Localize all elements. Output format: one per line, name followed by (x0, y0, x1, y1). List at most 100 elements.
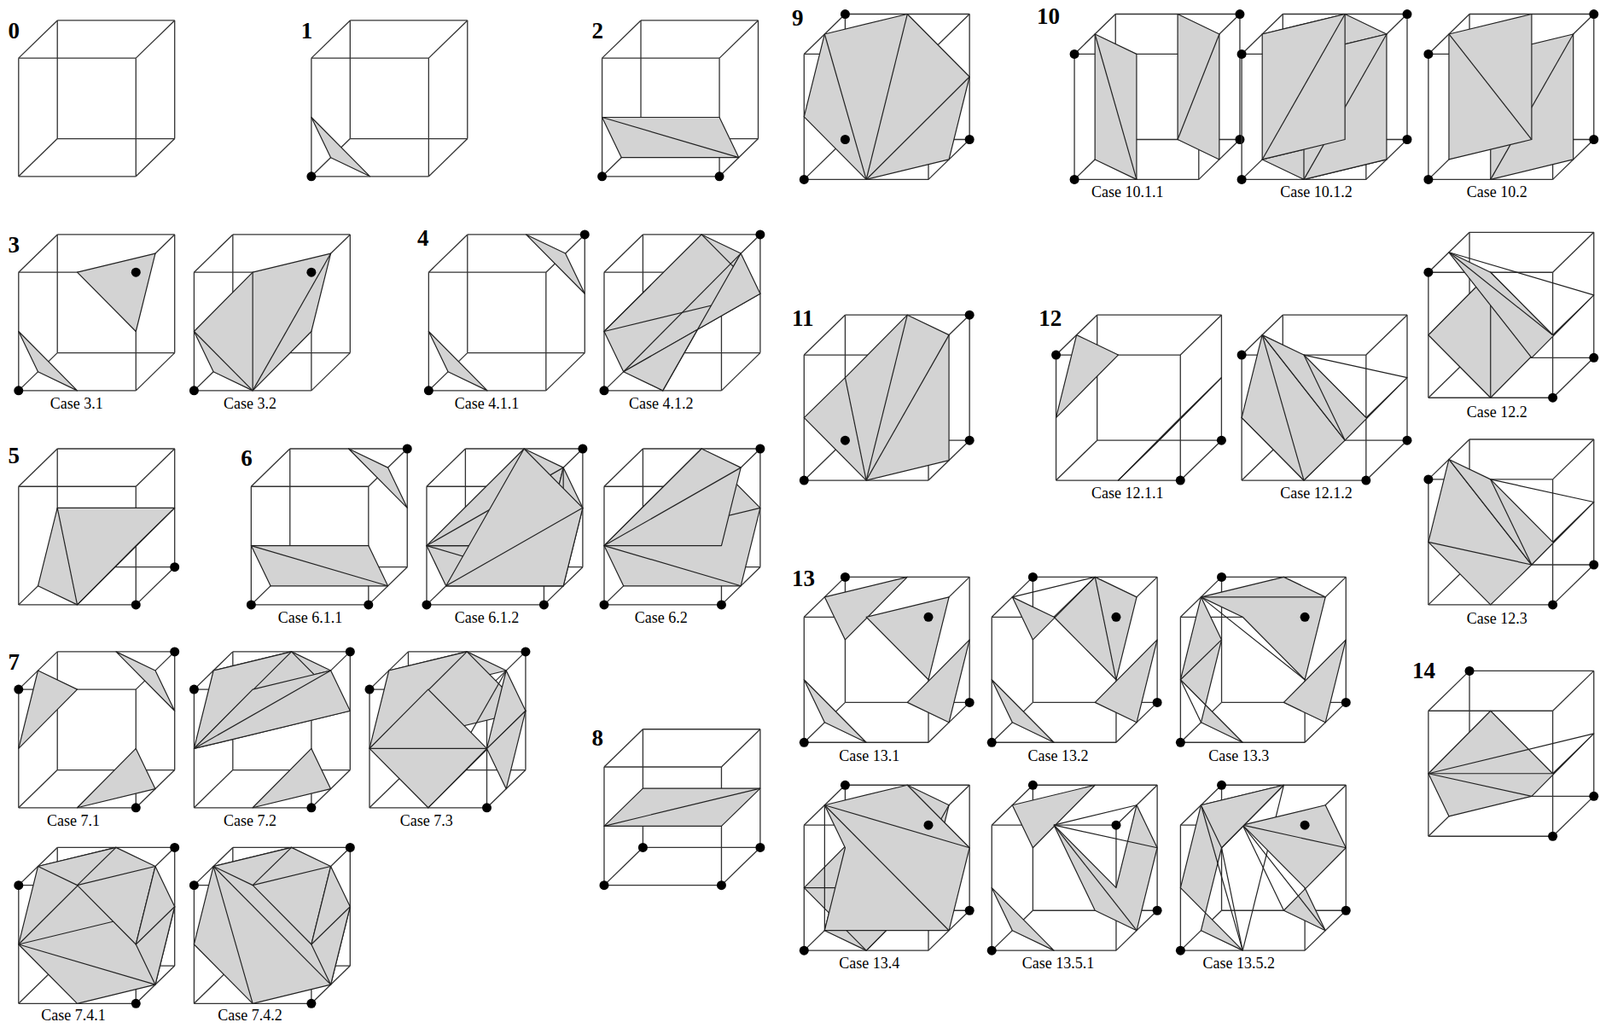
case-label: Case 10.2 (1465, 184, 1530, 202)
triangle-edge (193, 331, 253, 391)
cube (799, 572, 975, 748)
vertex-dot (1152, 906, 1163, 916)
cube-edge (721, 353, 760, 391)
vertex-dot (1588, 353, 1599, 363)
case-label: Case 7.1 (45, 813, 102, 831)
cube (13, 234, 175, 396)
surface-patch (1200, 785, 1284, 848)
case-number: 14 (1412, 658, 1436, 685)
vertex-dot (1237, 174, 1247, 185)
surface-patch (1177, 14, 1220, 160)
surface-patch (250, 546, 388, 587)
surface-patch (116, 651, 175, 711)
triangle-edge (623, 253, 741, 373)
surface-patch (1448, 459, 1595, 565)
vertex-dot (638, 843, 648, 853)
cube-edge (1553, 796, 1595, 837)
cube (189, 646, 355, 813)
vertex-dot (924, 612, 934, 623)
cube-edge (1282, 314, 1408, 316)
vertex-dot (597, 171, 607, 181)
cube (18, 448, 180, 610)
case-label: Case 7.4.2 (215, 1007, 285, 1025)
cube (597, 20, 758, 181)
cube (18, 20, 175, 177)
cube (987, 780, 1163, 956)
cube-edge (428, 139, 467, 177)
case-label: Case 13.5.2 (1200, 955, 1277, 973)
surface-patch (369, 689, 487, 809)
surface-patch (311, 866, 350, 986)
cube-edge (428, 58, 430, 177)
cube-edge (545, 272, 547, 391)
cube-edge (428, 20, 467, 59)
cube-edge (721, 847, 760, 885)
triangle-edge (1262, 14, 1345, 160)
surface-patch (77, 748, 156, 808)
case-label: Case 7.3 (398, 813, 455, 831)
cube (365, 646, 531, 813)
cube (599, 729, 765, 891)
surface-patch (77, 253, 156, 332)
triangle-edge (866, 14, 908, 181)
vertex-dot (1361, 476, 1371, 486)
vertex-dot (799, 174, 809, 185)
cube (189, 843, 355, 1009)
surface-patch (602, 116, 739, 158)
case-label: Case 13.2 (1026, 748, 1091, 766)
cube-edge (18, 57, 136, 59)
vertex-dot (1588, 9, 1599, 19)
triangle-edge (1448, 34, 1532, 140)
cube-edge (604, 234, 643, 273)
vertex-dot (799, 476, 809, 486)
vertex-dot (131, 599, 141, 610)
surface-patch (135, 866, 175, 986)
surface-patch (991, 680, 1054, 743)
triangle-edge (1428, 773, 1532, 798)
triangle-edge (824, 805, 949, 931)
cube-edge (135, 353, 175, 391)
case-label: Case 3.2 (221, 395, 279, 414)
vertex-dot (306, 802, 316, 813)
surface-patch (803, 314, 949, 481)
surface-patch (349, 448, 408, 508)
vertex-dot (1423, 49, 1433, 59)
vertex-dot (1237, 49, 1247, 59)
surface-patch (1428, 710, 1595, 817)
vertex-dot (577, 443, 588, 454)
cube-edge (349, 19, 467, 21)
vertex-dot (799, 738, 809, 748)
vertex-dot (1234, 134, 1245, 145)
cube-edge (193, 234, 233, 273)
cube (13, 843, 180, 1009)
cube-edge (604, 729, 643, 768)
cube-edge (1073, 53, 1075, 180)
cube-edge (135, 448, 175, 487)
triangle-edge (1177, 34, 1220, 140)
cube-edge (640, 19, 758, 21)
cube-edge (57, 20, 59, 140)
triangle-edge (1448, 252, 1595, 296)
cube-edge (311, 20, 350, 59)
triangle-edge (252, 866, 331, 886)
cube-edge (1180, 314, 1222, 355)
cube-edge (604, 766, 722, 768)
vertex-dot (1237, 350, 1247, 361)
cube-edge (17, 486, 19, 606)
case-number: 8 (592, 726, 605, 752)
surface-patch (1053, 805, 1158, 931)
case-number: 0 (8, 18, 21, 45)
cube-edge (1553, 232, 1595, 273)
vertex-dot (539, 599, 549, 610)
vertex-dot (987, 738, 997, 748)
surface-patch (623, 253, 761, 391)
cube (1175, 572, 1351, 748)
cube (987, 572, 1163, 748)
cube-edge (426, 604, 544, 606)
triangle-edge (1053, 825, 1137, 931)
cube-edge (969, 314, 971, 441)
cube-edge (467, 352, 585, 354)
vertex-dot (1588, 791, 1599, 802)
vertex-dot (131, 267, 141, 278)
